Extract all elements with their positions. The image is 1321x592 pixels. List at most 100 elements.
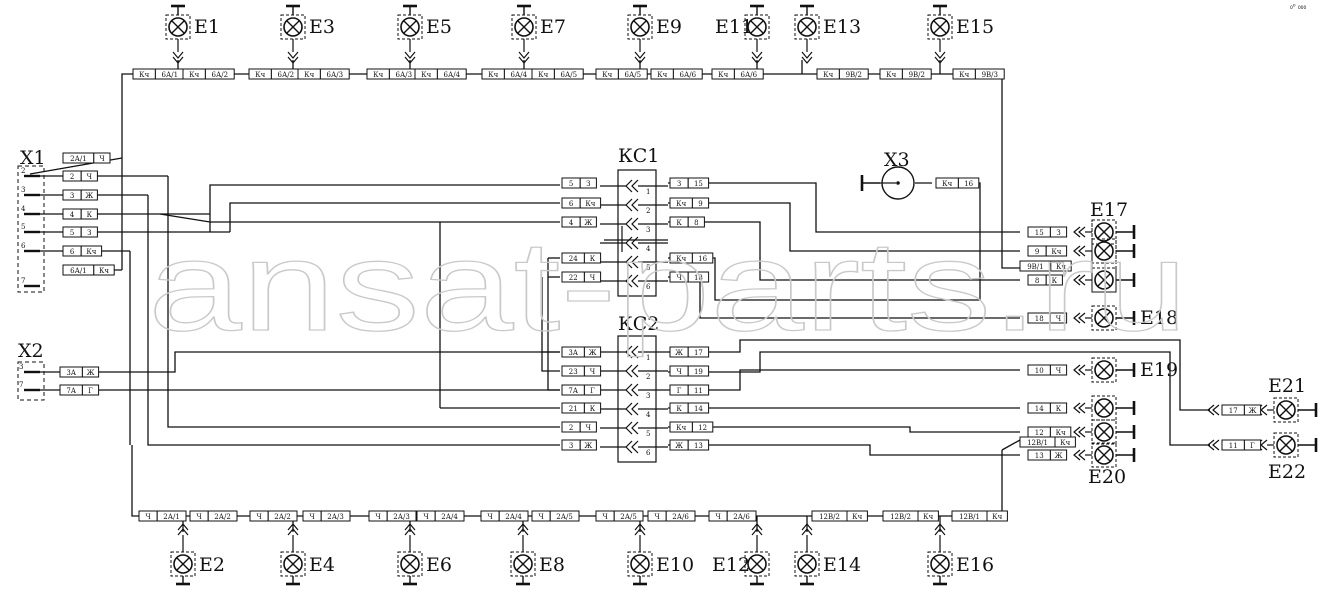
kc2-right-tag-1-color: 19	[694, 368, 703, 376]
kc1-right-tag-4-code: Ч	[676, 274, 682, 282]
kc1-right-tag-1-code: Кч	[676, 200, 686, 208]
x1-tag-4-code: 5	[70, 229, 74, 237]
lamp-e9	[627, 14, 653, 40]
top-tag-3-code: Кч	[304, 71, 314, 79]
kc2-left-tag-3-color: К	[590, 405, 596, 413]
bottom-tag-0-code: Ч	[145, 513, 151, 521]
lamp-label-e20: E20	[1088, 466, 1126, 488]
kc2-right-tag-5-code: Ж	[675, 442, 683, 450]
svg-text:КС1: КС1	[618, 145, 659, 167]
top-tag-1-color: 6А/2	[212, 71, 229, 79]
x2-tag-1-color: Г	[88, 387, 93, 395]
x1-pin-3: 3	[21, 186, 25, 194]
svg-text:X1: X1	[20, 147, 46, 169]
kc1-left-tag-0-color: З	[586, 180, 590, 188]
bottom-tag-13-code: 12В/1	[959, 513, 980, 521]
kc1-right-tag-1: Кч 9	[669, 197, 710, 209]
bottom-tag-8-code: Ч	[602, 513, 608, 521]
right-tag-1-code: 9	[1035, 248, 1039, 256]
bottom-tag-13-color: Кч	[992, 513, 1002, 521]
bottom-tag-12-code: 12В/2	[890, 513, 911, 521]
lamp-label-e21: E21	[1268, 375, 1306, 397]
right-tag-4-code: 18	[1035, 315, 1044, 323]
kc1-pin-5: 5	[646, 264, 650, 272]
x1-tag-0-code: 2А/1	[70, 155, 87, 163]
lamp-label-e3: E3	[309, 16, 335, 38]
top-tag-9-color: 6А/6	[680, 71, 697, 79]
x3-tag-code: Кч	[942, 180, 952, 188]
bottom-tag-1-code: Ч	[196, 513, 202, 521]
kc1-pin-6: 6	[646, 283, 651, 291]
bottom-tag-4-code: Ч	[375, 513, 381, 521]
lamp-e3	[280, 14, 306, 40]
top-tag-1: Кч 6А/2	[182, 68, 235, 80]
right-tag-1-color: Кч	[1051, 248, 1061, 256]
top-tag-1-code: Кч	[189, 71, 199, 79]
kc2-left-tag-4-code: 2	[569, 424, 573, 432]
kc1-left-tag-3-color: К	[590, 255, 596, 263]
right-tag-7-code: 12	[1035, 429, 1044, 437]
kc2-pin-3: 3	[646, 392, 650, 400]
kc1-right-tag-1-color: 9	[698, 200, 702, 208]
right-tag-11-code: 11	[1229, 442, 1238, 450]
x2-pin-0: 3	[19, 363, 23, 371]
kc2-pin-6: 6	[646, 449, 651, 457]
kc2-left-tag-4-color: Ч	[586, 424, 592, 432]
lamp-label-e6: E6	[426, 554, 452, 576]
x2-tag-0-color: Ж	[87, 369, 95, 377]
right-tag-7-color: Кч	[1056, 429, 1066, 437]
x1-tag-0-color: Ч	[99, 155, 105, 163]
x1-pin-4: 4	[21, 205, 26, 213]
x1-tag-1-code: 2	[70, 173, 74, 181]
kc2-left-tag-3-code: 21	[569, 405, 578, 413]
bottom-tag-3-color: 2А/3	[327, 513, 344, 521]
top-tag-13-code: Кч	[959, 71, 969, 79]
lamp-e7	[511, 14, 537, 40]
lamp-label-e11: E11	[715, 16, 753, 38]
bottom-tag-10-code: Ч	[715, 513, 721, 521]
x1-pin-7: 7	[21, 277, 25, 285]
x1-tag-5-color: Кч	[86, 248, 96, 256]
x1-pin-5: 5	[21, 223, 25, 231]
top-tag-2-color: 6А/2	[278, 71, 295, 79]
kc1-right-tag-3-color: 16	[698, 255, 707, 263]
lamp-label-e14: E14	[823, 554, 861, 576]
corner-mark: ₀⁰ ₀₀₀	[1290, 3, 1306, 11]
kc1-left-tag-4-code: 22	[569, 274, 578, 282]
kc2-right-tag-0-code: Ж	[675, 349, 683, 357]
kc1-left-tag-1-code: 6	[569, 200, 574, 208]
bottom-tag-9-code: Ч	[654, 513, 660, 521]
x1-tag-6-color: Кч	[99, 267, 109, 275]
kc1-pin-4: 4	[646, 245, 651, 253]
kc1-left-tag-2-color: Ж	[584, 219, 592, 227]
bottom-tag-2-code: Ч	[256, 513, 262, 521]
x1-tag-6-code: 6А/1	[70, 267, 87, 275]
lamp-e20-2	[1091, 442, 1117, 468]
x2-pin-1: 7	[19, 381, 23, 389]
x1-pin-6: 6	[21, 242, 26, 250]
right-tag-0-color: З	[1056, 229, 1060, 237]
lamp-e10	[627, 551, 653, 577]
lamp-label-e17: E17	[1090, 199, 1128, 221]
